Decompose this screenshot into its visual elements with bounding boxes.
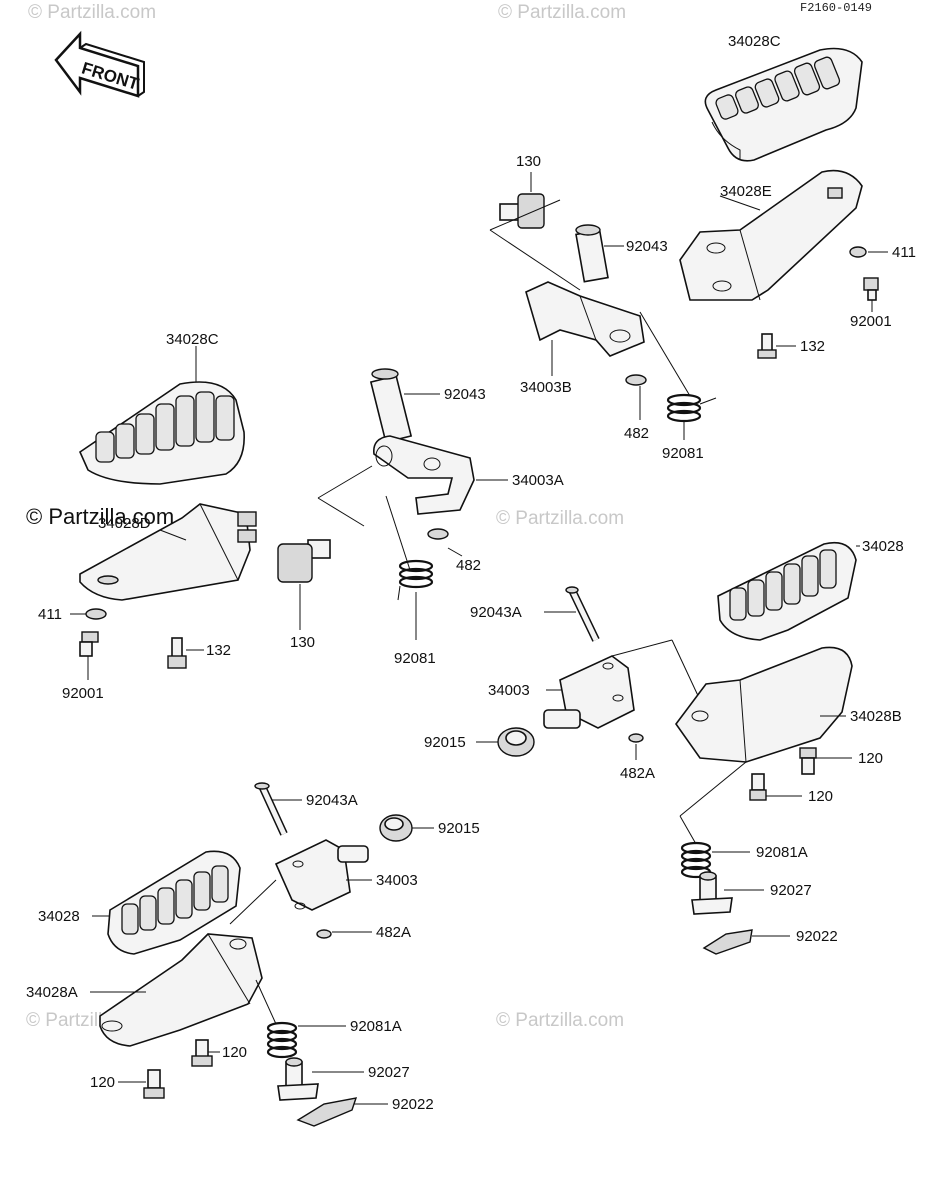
label-482-mid: 482 [456,557,481,574]
label-92043-top: 92043 [626,238,668,255]
label-92015-right: 92015 [424,734,466,751]
label-92022-left: 92022 [392,1096,434,1113]
label-34028b: 34028B [850,708,902,725]
rubber-34028-right [717,541,857,641]
bolt-92001-left [79,631,99,657]
watermark-mid-center: © Partzilla.com [496,508,624,529]
bolt-120-r1 [799,747,817,775]
label-92001-right: 92001 [850,313,892,330]
label-92081-top: 92081 [662,445,704,462]
washer-482a-right [628,733,644,743]
label-34028a: 34028A [26,984,78,1001]
spring-92081-mid [397,559,434,601]
label-92027-left: 92027 [368,1064,410,1081]
label-130-mid: 130 [290,634,315,651]
label-132-right: 132 [800,338,825,355]
label-34028c-top: 34028C [728,33,781,50]
pin-92043a-right [565,586,600,642]
label-34003-right: 34003 [488,682,530,699]
label-120-l2: 120 [90,1074,115,1091]
footrest-34028b [675,646,853,763]
bolt-132-right [757,333,777,359]
spring-92081a-left [266,1021,298,1059]
label-482a-right: 482A [620,765,655,782]
bracket-34003-right [543,655,635,729]
label-92022-right: 92022 [796,928,838,945]
label-482-top: 482 [624,425,649,442]
spring-92081-top [666,393,717,423]
washer-411-left [85,608,107,620]
label-92043a-left: 92043A [306,792,358,809]
bolt-120-l1 [191,1039,213,1067]
label-92081a-left: 92081A [350,1018,402,1035]
label-34003a: 34003A [512,472,564,489]
label-92081-mid: 92081 [394,650,436,667]
washer-482a-left [316,929,332,939]
footrest-34028d [79,503,257,601]
rubber-34028c-top [704,47,863,162]
label-34028-left: 34028 [38,908,80,925]
label-92027-right: 92027 [770,882,812,899]
front-arrow-icon: FRONT [54,30,145,98]
label-34028e: 34028E [720,183,772,200]
label-92081a-right: 92081A [756,844,808,861]
label-120-l1: 120 [222,1044,247,1061]
label-92043a-right: 92043A [470,604,522,621]
label-92043-mid: 92043 [444,386,486,403]
bolt-130-top [499,193,545,229]
pin-92043a-left [254,782,288,836]
washer-411-right [849,246,867,258]
bolt-120-l2 [143,1069,165,1099]
spring-92081a-right [680,841,712,879]
bolt-132-left [167,637,187,669]
washer-482-mid [427,528,449,540]
figure-code: F2160-0149 [800,1,872,15]
bolt-120-r2 [749,773,767,801]
label-130-top: 130 [516,153,541,170]
label-132-left: 132 [206,642,231,659]
watermark-top-left: © Partzilla.com [28,2,156,23]
label-92015-left: 92015 [438,820,480,837]
pin-92043-mid [369,368,413,444]
washer-482-top [625,374,647,386]
label-34003b: 34003B [520,379,572,396]
label-34028c-left: 34028C [166,331,219,348]
watermark-top-center: © Partzilla.com [498,2,626,23]
plate-92022-left [296,1097,358,1127]
bracket-34003a [373,435,475,515]
label-120-r2: 120 [808,788,833,805]
collar-92027-right [691,871,733,915]
label-482a-left: 482A [376,924,411,941]
label-34028-right: 34028 [862,538,904,555]
nut-92015-left [379,814,413,842]
watermark-bottom-center: © Partzilla.com [496,1010,624,1031]
collar-92027-left [277,1057,319,1101]
rubber-34028c-left [78,381,245,485]
nut-92015-right [497,727,535,757]
label-120-r1: 120 [858,750,883,767]
bolt-92001-right [863,277,879,301]
rubber-34028-left [107,850,241,955]
footrest-34028a [99,933,263,1047]
footrest-34028e [679,169,863,301]
label-411-left: 411 [38,606,62,623]
bracket-34003-left [274,839,369,911]
bolt-130-mid [277,539,331,583]
plate-92022-right [702,929,753,955]
pin-92043-top [575,224,609,283]
label-34003-left: 34003 [376,872,418,889]
watermark-mid-left: © Partzilla.com [26,504,174,529]
label-411-right: 411 [892,244,916,261]
bracket-34003b [525,281,645,357]
label-34028d: 34028D [98,515,151,532]
label-92001-left: 92001 [62,685,104,702]
